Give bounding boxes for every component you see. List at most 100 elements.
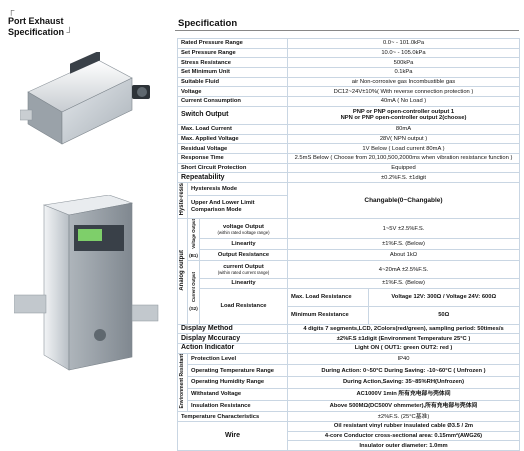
- current-output-group-label: Current Output(S2): [187, 260, 200, 325]
- fluid-label: Suitable Fluid: [177, 76, 288, 88]
- wire-label: Wire: [177, 420, 288, 451]
- table-row: Upper And Lower Limit Comparison Mode: [178, 194, 520, 220]
- wire-line-3: Insulator outer diameter: 1.0mm: [287, 440, 520, 451]
- rated-pressure-label: Rated Pressure Range: [177, 38, 288, 49]
- set-pressure-value: 10.0~ - 105.0kPa: [287, 47, 520, 59]
- corner-mark: ┌: [8, 5, 15, 15]
- environment-group-label: Environment Resistant: [177, 352, 188, 413]
- stress-resistance-value: 500kPa: [287, 57, 520, 69]
- switch-output-label: Switch Output: [177, 105, 288, 125]
- action-indicator-label: Action Indicator: [177, 343, 288, 354]
- table-row: Stress Resistance 500kPa: [177, 57, 520, 69]
- table-row: Insulation Resistance Above 500MΩ(DC500V…: [178, 399, 520, 413]
- table-row: Max. Load Current 80mA: [177, 123, 520, 135]
- wire-line-2: 4-core Conductor cross-sectional area: 0…: [287, 430, 520, 442]
- corner-mark-end: ┘: [66, 27, 73, 37]
- analog-output-group-label: Analog output: [177, 218, 188, 325]
- temperature-characteristics-label: Temperature Characteristics: [177, 411, 288, 422]
- load-resistance-label: Load Resistance: [199, 287, 288, 325]
- section-title: ┌ Port Exhaust Specification ┘: [8, 5, 73, 38]
- table-row: Wire Oil resistant vinyl rubber insulate…: [177, 420, 520, 451]
- max-load-current-value: 80mA: [287, 123, 520, 135]
- withstand-voltage-value: AC1000V 1min 所有充电部与壳体间: [287, 387, 520, 401]
- voltage-value: DC12~24V±10%( With reverse connection pr…: [287, 86, 520, 98]
- table-row: Set Minimum Unit 0.1kPa: [177, 67, 520, 78]
- load-resistance-cell: Max. Load Resistance Voltage 12V: 300Ω /…: [287, 287, 520, 325]
- table-row: Linearity ±1%F.S. (Below): [178, 238, 520, 251]
- max-load-resistance-value: Voltage 12V: 300Ω / Voltage 24V: 600Ω: [368, 289, 519, 307]
- max-load-resistance-label: Max. Load Resistance: [288, 289, 369, 307]
- output-resistance-label: Output Resistance: [199, 249, 288, 261]
- table-row: Short Circuit Protection Equipped: [177, 162, 520, 174]
- table-row: Operating Temperature Range During Actio…: [178, 364, 520, 378]
- table-row: Withstand Voltage AC1000V 1min 所有充电部与壳体间: [178, 387, 520, 401]
- display-method-value: 4 digits 7 segments,LCD, 2Colors(red/gre…: [287, 323, 520, 335]
- voltage-linearity-value: ±1%F.S. (Below): [287, 238, 520, 251]
- current-value: 40mA ( No Load ): [287, 96, 520, 107]
- max-applied-voltage-value: 28V( NPN output ): [287, 133, 520, 145]
- repeatability-label: Repeatability: [177, 172, 288, 183]
- short-circuit-label: Short Circuit Protection: [177, 162, 288, 174]
- table-row: Temperature Characteristics ±2%F.S. (25°…: [177, 411, 520, 422]
- hysteresis-mode-label: Hysteresis Mode: [187, 181, 288, 196]
- vacuum-generator-illustration-top: [19, 50, 150, 145]
- residual-voltage-label: Residual Voltage: [177, 143, 288, 154]
- fluid-value: air Non-corrosive gas Incombustible gas: [287, 76, 520, 88]
- response-time-label: Response Time: [177, 152, 288, 164]
- protection-level-label: Protection Level: [187, 352, 288, 366]
- table-row: Voltage DC12~24V±10%( With reverse conne…: [177, 86, 520, 98]
- withstand-voltage-label: Withstand Voltage: [187, 387, 288, 401]
- table-row: Current Output(S2) current Output(within…: [178, 260, 520, 325]
- current-linearity-label: Linearity: [199, 278, 288, 289]
- stress-resistance-label: Stress Resistance: [177, 57, 288, 69]
- hysteresis-value: Changable(0~Changable): [287, 181, 520, 220]
- max-load-current-label: Max. Load Current: [177, 123, 288, 135]
- set-min-unit-label: Set Minimum Unit: [177, 67, 288, 78]
- current-linearity-value: ±1%F.S. (Below): [287, 278, 520, 289]
- voltage-linearity-label: Linearity: [199, 238, 288, 251]
- load-resistance-subtable: Max. Load Resistance Voltage 12V: 300Ω /…: [288, 289, 519, 324]
- table-row: Operating Humidity Range During Action,S…: [178, 376, 520, 389]
- table-row: Action Indicator Light ON ( OUT1: green …: [177, 343, 520, 354]
- action-indicator-value: Light ON ( OUT1: green OUT2: red ): [287, 343, 520, 354]
- output-resistance-value: About 1kΩ: [287, 249, 520, 261]
- residual-voltage-value: 1V Below ( Load current 80mA ): [287, 143, 520, 154]
- table-row: Minimum Resistance 50Ω: [288, 306, 519, 324]
- table-row: Display Mccuracy ±2%F.S ±1digit (Environ…: [177, 333, 520, 345]
- operating-humidity-value: During Action,Saving: 35~85%RH(Unfrozen): [287, 376, 520, 389]
- display-method-label: Display Method: [177, 323, 288, 335]
- product-image-bottom: [13, 194, 164, 385]
- response-time-value: 2.5mS Below ( Choose from 20,100,500,200…: [287, 152, 520, 164]
- wire-line-1: Oil resistant vinyl rubber insulated cab…: [287, 420, 520, 432]
- specification-table: Rated Pressure Range 0.0~ - 101.0kPa Set…: [177, 38, 520, 451]
- voltage-output-group-label: Voltage Output(B1): [187, 218, 200, 261]
- table-row: Hyste-resis Hysteresis Mode Changable(0~…: [177, 181, 520, 220]
- table-row: Max. Load Resistance Voltage 12V: 300Ω /…: [288, 289, 519, 307]
- section-title-line2: Specification: [8, 27, 65, 37]
- section-title-line1: Port Exhaust: [8, 16, 64, 26]
- table-row: Display Method 4 digits 7 segments,LCD, …: [177, 323, 520, 335]
- short-circuit-value: Equipped: [287, 162, 520, 174]
- set-min-unit-value: 0.1kPa: [287, 67, 520, 78]
- specification-heading: Specification: [178, 18, 238, 29]
- temperature-characteristics-value: ±2%F.S. (25°C基准): [287, 411, 520, 422]
- switch-output-value: PNP or PNP open-controller output 1 NPN …: [287, 105, 520, 125]
- table-row: Repeatability ±0.2%F.S. ±1digit: [177, 172, 520, 183]
- current-output-label: current Output(within rated current rang…: [199, 260, 288, 279]
- operating-humidity-label: Operating Humidity Range: [187, 376, 288, 389]
- table-row: Rated Pressure Range 0.0~ - 101.0kPa: [177, 38, 520, 49]
- heading-divider: [175, 30, 519, 31]
- protection-level-value: IP40: [287, 352, 520, 366]
- table-row: Response Time 2.5mS Below ( Choose from …: [177, 152, 520, 164]
- max-applied-voltage-label: Max. Applied Voltage: [177, 133, 288, 145]
- display-accuracy-value: ±2%F.S ±1digit (Environment Temperature …: [287, 333, 520, 345]
- rated-pressure-value: 0.0~ - 101.0kPa: [287, 38, 520, 49]
- operating-temp-label: Operating Temperature Range: [187, 364, 288, 378]
- table-row: Switch Output PNP or PNP open-controller…: [177, 105, 520, 125]
- operating-temp-value: During Action: 0~50°C During Saving: -10…: [287, 364, 520, 378]
- table-row: Current Consumption 40mA ( No Load ): [177, 96, 520, 107]
- table-row: Max. Applied Voltage 28V( NPN output ): [177, 133, 520, 145]
- min-resistance-label: Minimum Resistance: [288, 306, 369, 324]
- comparison-mode-label: Upper And Lower Limit Comparison Mode: [187, 194, 288, 220]
- table-row: Environment Resistant Protection Level I…: [177, 352, 520, 413]
